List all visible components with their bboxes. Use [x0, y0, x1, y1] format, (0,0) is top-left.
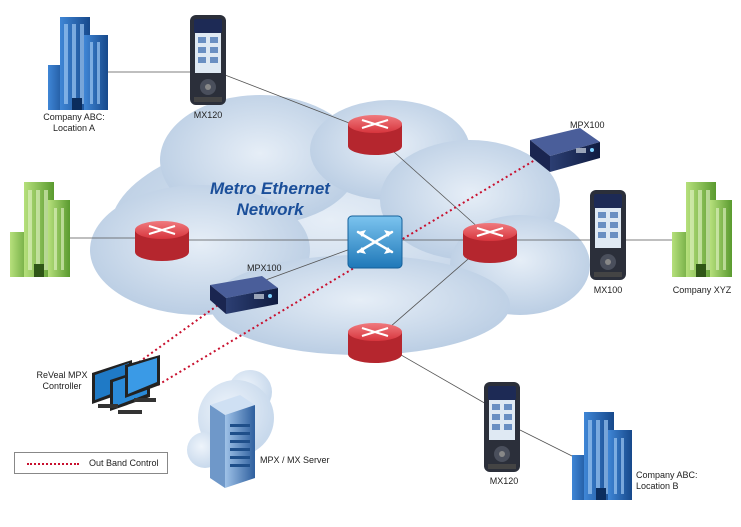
label-company-xyz: Company XYZ	[672, 285, 732, 295]
label-mpx100-right: MPX100	[570, 120, 605, 130]
mpx-mx-server-icon	[187, 370, 274, 488]
cloud-title-line2: Network	[236, 200, 304, 219]
reveal-mpx-controller-icon	[92, 355, 160, 414]
mx100-device	[590, 190, 626, 280]
cloud-title: Metro Ethernet Network	[200, 178, 340, 220]
out-band-control-links	[134, 159, 536, 386]
label-mpx-mx-server: MPX / MX Server	[260, 455, 330, 465]
building-company-abc-location-a	[48, 17, 108, 110]
label-mpx100-mid: MPX100	[247, 263, 282, 273]
router-top-icon	[348, 115, 402, 155]
label-company-abc-location-a: Company ABC: Location A	[34, 112, 114, 134]
router-left-icon	[135, 221, 189, 261]
mpx100-mid-device	[210, 276, 278, 314]
building-company-abc-location-b	[572, 412, 632, 500]
legend-dotted-line	[27, 463, 79, 465]
metro-ethernet-cloud	[90, 95, 590, 355]
label-mx120-bottom: MX120	[489, 476, 519, 486]
label-mx120-top: MX120	[193, 110, 223, 120]
label-mx100: MX100	[593, 285, 623, 295]
label-company-abc-a-line1: Company ABC:	[43, 112, 105, 122]
mx120-bottom-device	[484, 382, 520, 472]
switch-center-icon	[347, 215, 403, 269]
legend-label: Out Band Control	[89, 458, 159, 468]
router-right-icon	[463, 223, 517, 263]
label-company-abc-b-line2: Location B	[636, 481, 679, 491]
label-reveal-mpx-controller: ReVeal MPX Controller	[22, 370, 102, 392]
router-bottom-icon	[348, 323, 402, 363]
label-company-abc-location-b: Company ABC: Location B	[636, 470, 698, 492]
mx120-top-device	[190, 15, 226, 105]
building-left-green	[10, 182, 70, 277]
building-company-xyz	[672, 182, 732, 277]
legend: Out Band Control	[14, 452, 168, 474]
label-company-abc-a-line2: Location A	[52, 123, 96, 133]
label-reveal-line1: ReVeal MPX	[36, 370, 88, 380]
mpx100-right-device	[530, 128, 600, 172]
label-company-abc-b-line1: Company ABC:	[636, 470, 698, 480]
label-reveal-line2: Controller	[42, 381, 82, 391]
cloud-title-line1: Metro Ethernet	[210, 179, 330, 198]
